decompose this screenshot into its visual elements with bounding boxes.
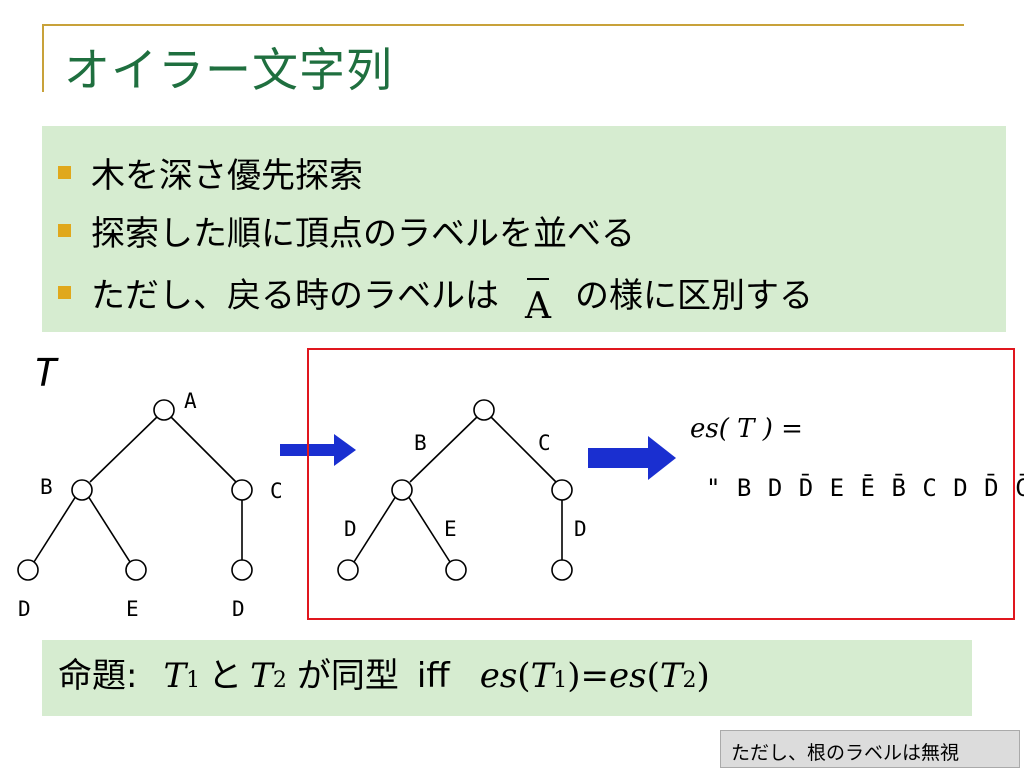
- overline-symbol: A: [525, 278, 551, 327]
- subscript-1: 1: [553, 668, 568, 693]
- bullet-text: ただし、戻る時のラベルは: [91, 276, 499, 316]
- slide-title: オイラー文字列: [64, 43, 393, 97]
- tree-node-d: [337, 559, 359, 581]
- paren: (: [517, 656, 531, 696]
- node-label: C: [270, 479, 283, 503]
- node-label: E: [126, 597, 139, 621]
- tree-diagram-left: T A B C D E D: [17, 351, 283, 621]
- quote-open: ": [706, 474, 722, 502]
- bullet-item: ただし、戻る時のラベルは A の様に区別する: [58, 268, 813, 327]
- bullet-text: 探索した順に頂点のラベルを並べる: [91, 214, 635, 254]
- euler-char: Ē: [860, 474, 876, 502]
- euler-string-frame: [307, 348, 1015, 620]
- tree-node-a: [153, 399, 175, 421]
- math-es: es: [609, 656, 647, 696]
- proposition-colon: :: [126, 656, 138, 696]
- node-label: D: [344, 517, 357, 541]
- math-t: T: [659, 656, 683, 696]
- euler-char: E: [829, 474, 846, 502]
- paren: ): [567, 656, 581, 696]
- title-rule-top: [42, 24, 964, 26]
- euler-char: D: [767, 474, 784, 502]
- node-label: B: [40, 475, 53, 499]
- tree-node-d2: [551, 559, 573, 581]
- euler-char: B̄: [891, 474, 907, 502]
- bullet-box: 木を深さ優先探索 探索した順に頂点のラベルを並べる ただし、戻る時のラベルは A…: [42, 126, 1006, 332]
- bullet-text: 木を深さ優先探索: [91, 156, 363, 196]
- node-label: D: [232, 597, 245, 621]
- tree-edges: [33, 415, 243, 563]
- node-label: C: [538, 431, 551, 455]
- tree-label: T: [34, 351, 59, 395]
- tree-node-d2: [231, 559, 253, 581]
- node-label: D: [574, 517, 587, 541]
- bullet-item: 木を深さ優先探索: [58, 148, 363, 197]
- tree-node-c: [231, 479, 253, 501]
- euler-char: D̄: [984, 474, 1000, 502]
- math-t: T: [163, 656, 187, 696]
- math-t: T: [250, 656, 273, 696]
- tree-diagram-right: B C D E D: [337, 399, 587, 581]
- node-label: A: [184, 389, 197, 413]
- tree-edges: [353, 415, 563, 563]
- bullet-item: 探索した順に頂点のラベルを並べる: [58, 206, 635, 255]
- footnote-box: ただし、根のラベルは無視: [720, 730, 1020, 768]
- tree-node-root: [473, 399, 495, 421]
- node-label: D: [18, 597, 31, 621]
- tree-node-b: [71, 479, 93, 501]
- euler-char: D̄: [798, 474, 815, 502]
- tree-node-c: [551, 479, 573, 501]
- subscript-1: 1: [186, 668, 201, 693]
- paren: ): [696, 656, 710, 696]
- square-bullet-icon: [58, 224, 71, 237]
- right-arrow-icon: [588, 436, 676, 480]
- euler-formula-lhs: es( T ) =: [690, 414, 803, 444]
- title-rule-left: [42, 24, 44, 92]
- footnote-text: ただし、根のラベルは無視: [731, 742, 960, 764]
- subscript-2: 2: [682, 668, 697, 693]
- proposition-iff: iff: [416, 656, 450, 696]
- subscript-2: 2: [272, 668, 287, 693]
- square-bullet-icon: [58, 286, 71, 299]
- node-label: E: [444, 517, 457, 541]
- euler-char: D: [953, 474, 969, 502]
- formula-lhs-text: es( T ) =: [690, 414, 803, 444]
- tree-node-e: [125, 559, 147, 581]
- tree-node-e: [445, 559, 467, 581]
- proposition-label: 命題: [58, 656, 126, 696]
- euler-char: C̄: [1015, 474, 1024, 502]
- math-es: es: [479, 656, 518, 696]
- proposition-isomorphic: が同型: [296, 656, 399, 696]
- euler-char: B: [736, 474, 753, 502]
- equals: =: [580, 656, 610, 696]
- bullet-text: の様に区別する: [575, 276, 813, 316]
- math-t: T: [530, 656, 554, 696]
- paren: (: [646, 656, 660, 696]
- tree-node-b: [391, 479, 413, 501]
- square-bullet-icon: [58, 166, 71, 179]
- tree-node-d: [17, 559, 39, 581]
- euler-string: " B D D̄ E Ē B̄ C D D̄ C̄ ": [706, 474, 1024, 502]
- euler-char: C: [922, 474, 938, 502]
- proposition-to: と: [208, 656, 243, 696]
- node-label: B: [414, 431, 427, 455]
